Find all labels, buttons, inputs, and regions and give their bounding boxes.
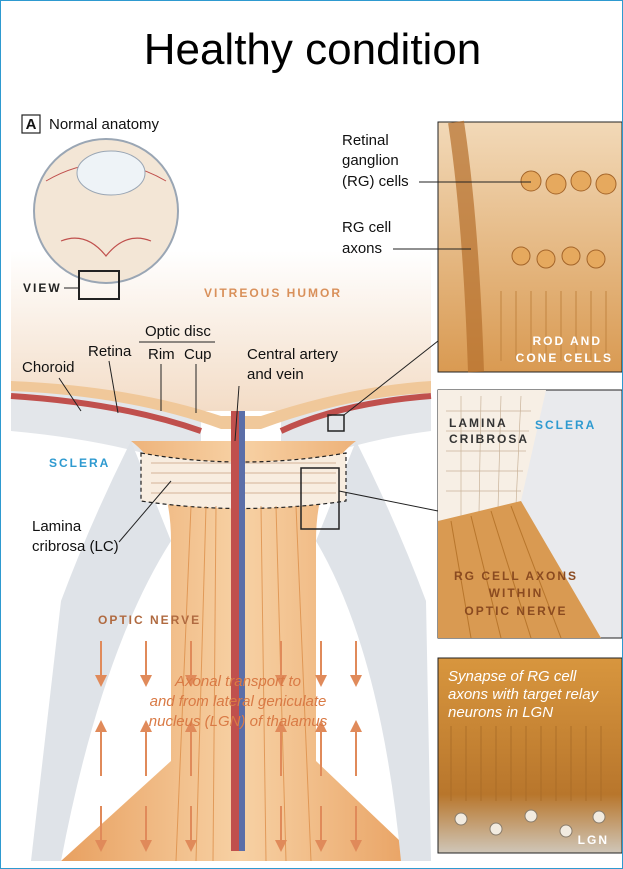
axonal-text-2: and from lateral geniculate bbox=[150, 693, 327, 710]
view-label: VIEW bbox=[23, 281, 62, 295]
optic-nerve-label: OPTIC NERVE bbox=[98, 613, 201, 627]
inset2-sclera-label: SCLERA bbox=[535, 418, 596, 432]
inset3-syn-label-3: neurons in LGN bbox=[448, 704, 553, 721]
lamina-label-2: cribrosa (LC) bbox=[32, 538, 119, 555]
choroid-label: Choroid bbox=[22, 359, 75, 376]
rg-axons-label-2: axons bbox=[342, 240, 382, 257]
inset2-axons-label-3: OPTIC NERVE bbox=[464, 604, 567, 618]
rod-cone-label-2: CONE CELLS bbox=[516, 351, 613, 365]
inset2-lamina-label-1: LAMINA bbox=[449, 416, 508, 430]
rim-label: Rim bbox=[148, 346, 175, 363]
central-artery-label-1: Central artery bbox=[247, 346, 338, 363]
rg-cells-label-3: (RG) cells bbox=[342, 173, 409, 190]
panel-letter: A bbox=[26, 116, 37, 133]
axonal-text-3: nucleus (LGN) of thalamus bbox=[149, 713, 328, 730]
rod-cone-label-1: ROD AND bbox=[532, 334, 602, 348]
inset3-lgn-label: LGN bbox=[578, 833, 609, 847]
inset2-axons-label-1: RG CELL AXONS bbox=[454, 569, 578, 583]
rg-cells-label-2: ganglion bbox=[342, 152, 399, 169]
retina-label: Retina bbox=[88, 343, 132, 360]
rg-axons-label-1: RG cell bbox=[342, 219, 391, 236]
inset2-lamina-label-2: CRIBROSA bbox=[449, 432, 529, 446]
central-vein bbox=[239, 411, 245, 851]
inset3-syn-label-2: axons with target relay bbox=[448, 686, 600, 703]
central-artery bbox=[231, 411, 239, 851]
inset2-axons-label-2: WITHIN bbox=[489, 586, 544, 600]
cup-label: Cup bbox=[184, 346, 212, 363]
panel-heading: Normal anatomy bbox=[49, 116, 160, 133]
vitreous-humor-label: VITREOUS HUMOR bbox=[204, 286, 342, 300]
sclera-left-label: SCLERA bbox=[49, 456, 110, 470]
axonal-text-1: Axonal transport to bbox=[174, 673, 301, 690]
optic-disc-label: Optic disc bbox=[145, 323, 211, 340]
rg-cells-label-1: Retinal bbox=[342, 132, 389, 149]
central-artery-label-2: and vein bbox=[247, 366, 304, 383]
inset3-syn-label-1: Synapse of RG cell bbox=[448, 668, 577, 685]
lamina-label-1: Lamina bbox=[32, 518, 82, 535]
